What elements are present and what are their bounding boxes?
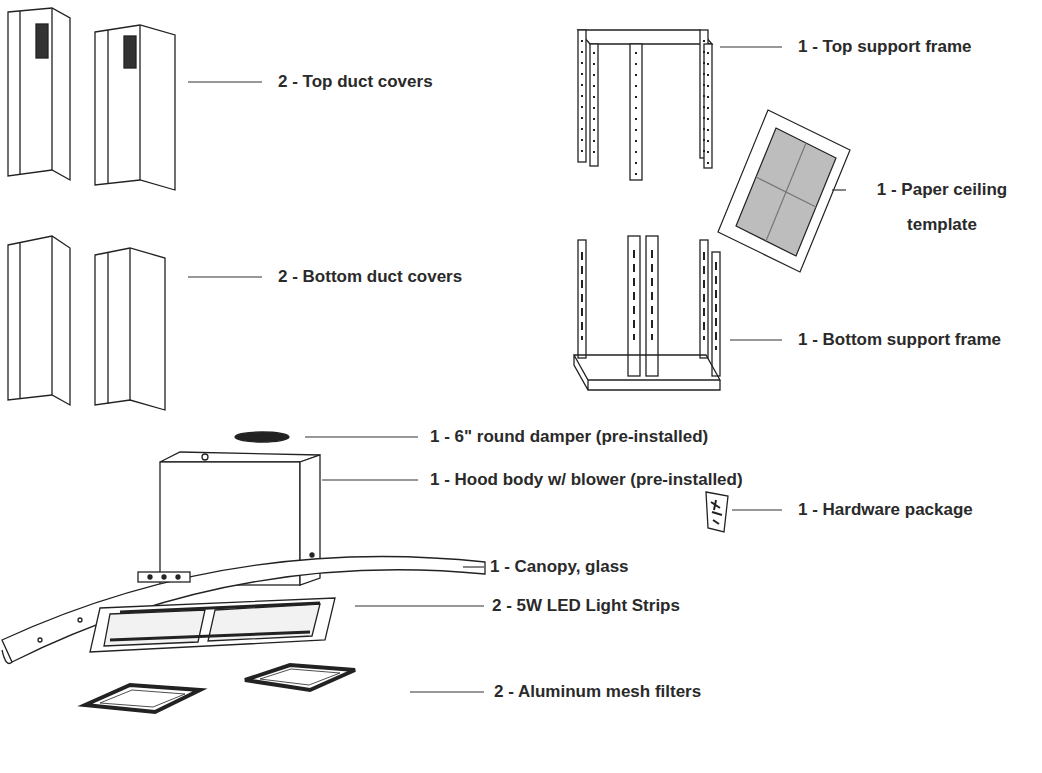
leader-line — [355, 605, 484, 606]
vent-grille — [124, 36, 136, 68]
part-label: 2 - Bottom duct covers — [278, 266, 462, 288]
frame-top — [578, 30, 712, 44]
duct-cover-fold — [20, 236, 52, 399]
filter-slot — [104, 604, 320, 646]
part-label: 1 - Top support frame — [798, 36, 971, 58]
led-strip — [120, 603, 320, 612]
control-button — [162, 575, 166, 579]
duct-cover-fold — [20, 8, 52, 175]
leader-line — [463, 566, 484, 567]
aluminum-filters — [85, 665, 355, 712]
part-label: 1 - Hardware package — [798, 499, 973, 521]
frame-slots — [582, 250, 716, 350]
leader-line — [732, 509, 782, 510]
hardware-bag — [706, 492, 728, 532]
hardware-package — [706, 492, 728, 532]
leader-line — [322, 479, 418, 480]
frame-holes — [582, 40, 708, 176]
duct-cover — [8, 236, 70, 405]
hood-screw — [310, 553, 314, 557]
duct-cover — [8, 8, 70, 180]
mesh-filter-inner — [260, 669, 340, 685]
leader-line — [305, 436, 418, 437]
duct-cover-fold — [108, 25, 140, 184]
control-button — [176, 575, 180, 579]
leader-line — [410, 691, 484, 692]
control-button — [148, 575, 152, 579]
part-label: 2 - Top duct covers — [278, 71, 433, 93]
led-strip — [110, 632, 310, 640]
top-duct-covers — [8, 8, 175, 190]
duct-cover-fold — [108, 248, 130, 404]
vent-grille — [36, 24, 48, 58]
template-area — [736, 128, 836, 256]
template-sheet — [718, 110, 850, 272]
part-label: 1 - Paper ceiling template — [848, 172, 1036, 242]
mesh-filter — [245, 665, 355, 690]
control-panel — [138, 572, 190, 582]
part-label: 1 - 6" round damper (pre-installed) — [430, 426, 708, 448]
mesh-filter — [85, 685, 200, 712]
frame-leg — [704, 44, 712, 168]
mesh-filter-inner — [100, 690, 185, 707]
hardware-screws — [711, 500, 722, 524]
leader-line — [730, 339, 782, 340]
template-cross — [756, 143, 816, 241]
glass-canopy — [2, 556, 485, 663]
part-label: 1 - Canopy, glass — [490, 556, 629, 578]
frame-leg — [590, 44, 598, 166]
part-label: 2 - Aluminum mesh filters — [494, 681, 701, 703]
leader-line — [188, 81, 262, 82]
bottom-duct-covers — [8, 236, 165, 410]
frame-leg — [712, 252, 720, 376]
duct-cover — [95, 25, 175, 190]
round-damper — [235, 432, 289, 442]
glass-bolt — [78, 618, 82, 622]
hood-top — [160, 452, 320, 462]
top-support-frame — [578, 30, 712, 180]
canopy-edge — [2, 650, 12, 664]
glass-bolt — [38, 638, 42, 642]
part-label: 1 - Hood body w/ blower (pre-installed) — [430, 469, 743, 491]
hood-knob — [202, 454, 208, 460]
leader-lines — [188, 47, 846, 692]
canopy-glass — [2, 556, 485, 662]
part-label: 1 - Bottom support frame — [798, 329, 1001, 351]
bottom-support-frame — [574, 236, 720, 390]
part-label: 2 - 5W LED Light Strips — [492, 595, 680, 617]
leader-line — [720, 46, 782, 47]
frame-base — [574, 355, 720, 390]
leader-line — [832, 189, 846, 190]
filter-tray — [90, 598, 335, 652]
duct-cover — [95, 248, 165, 410]
leader-line — [188, 276, 262, 277]
paper-template — [718, 110, 850, 272]
